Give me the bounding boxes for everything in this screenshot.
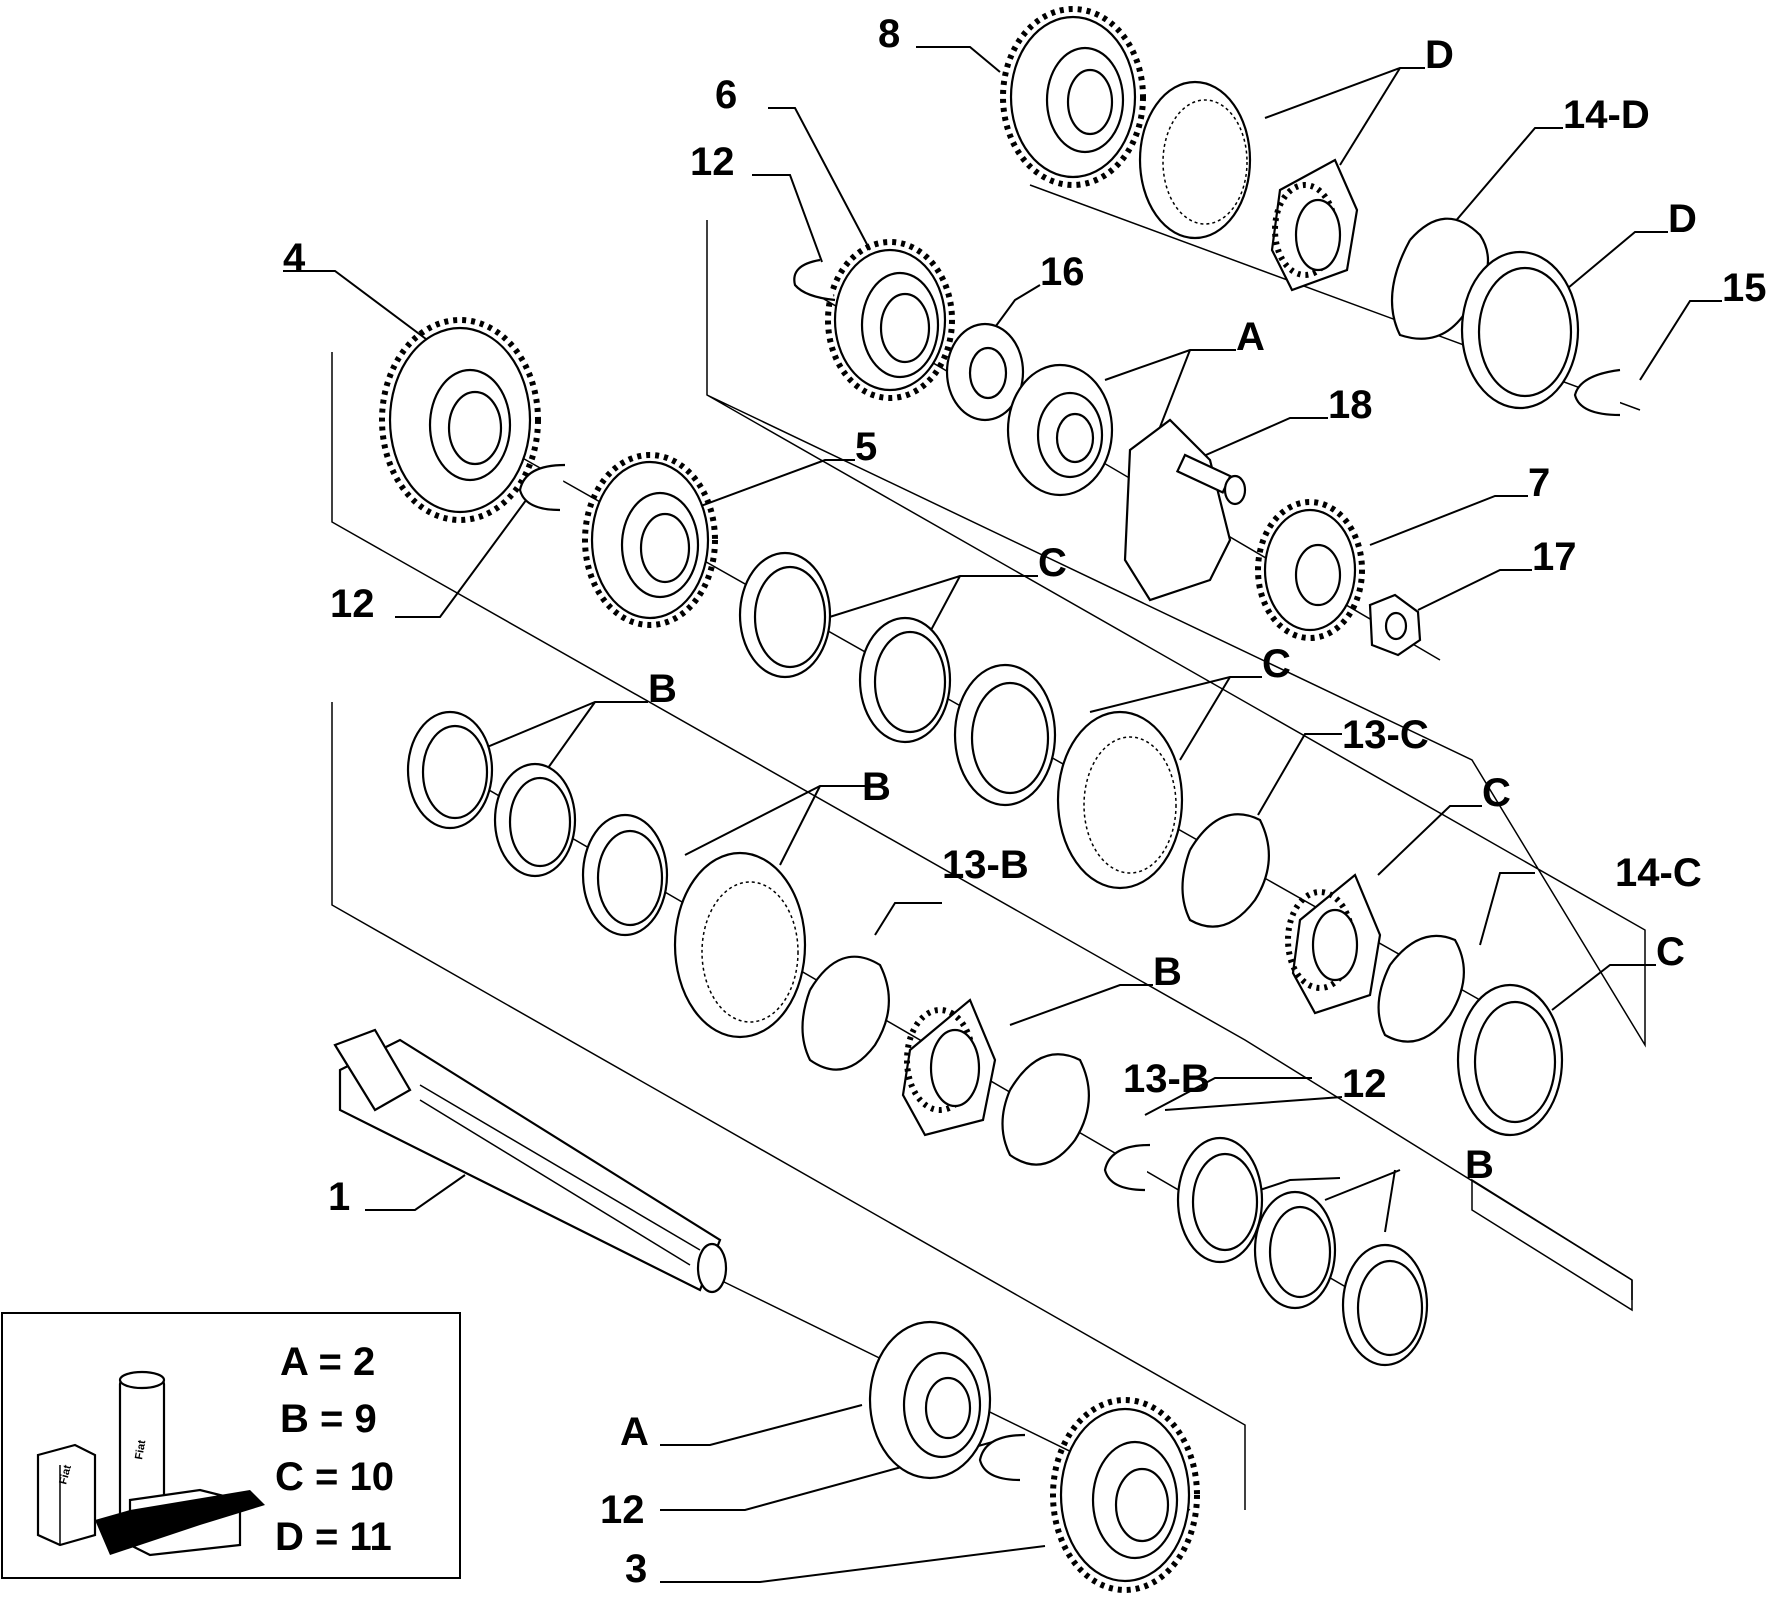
circlip-12-left: [518, 463, 566, 512]
legend-line-c: C = 10: [275, 1455, 394, 1499]
input-shaft-1: [333, 1028, 728, 1294]
callout-15: 15: [1722, 266, 1767, 310]
circlip-12-bottom: [978, 1433, 1026, 1482]
callout-5: 5: [855, 425, 877, 469]
callout-12-a: 12: [690, 140, 735, 184]
legend-line-d: D = 11: [275, 1515, 392, 1559]
gear-4: [379, 317, 541, 523]
circlip-12-top: [793, 258, 836, 302]
bearing-a-top: [1006, 363, 1114, 497]
gear-6: [825, 239, 955, 401]
callout-6: 6: [715, 73, 737, 117]
callout-b-2: B: [862, 765, 891, 809]
callout-14-c: 14-C: [1615, 851, 1702, 895]
callout-13-b-1: 13-B: [942, 843, 1029, 887]
callout-d-1: D: [1425, 33, 1454, 77]
gear-8: [1000, 6, 1146, 188]
callout-13-c: 13-C: [1342, 713, 1429, 757]
spring-14c: [1377, 934, 1465, 1043]
callout-13-b-2: 13-B: [1123, 1057, 1210, 1101]
callout-18: 18: [1328, 383, 1373, 427]
callout-7: 7: [1528, 461, 1550, 505]
callout-14-d: 14-D: [1563, 93, 1650, 137]
callout-c-1: C: [1038, 541, 1067, 585]
callout-c-2: C: [1262, 642, 1291, 686]
callout-12-d: 12: [600, 1488, 645, 1532]
callout-1: 1: [328, 1175, 350, 1219]
sync-hub-b: [901, 998, 997, 1137]
sync-sleeve-c: [1056, 710, 1184, 890]
retaining-plate-a: [1123, 418, 1232, 602]
spring-13b-upper: [801, 955, 890, 1071]
callout-d-2: D: [1668, 197, 1697, 241]
group-frames: [331, 220, 1646, 1510]
callout-b-1: B: [648, 667, 677, 711]
callout-4: 4: [283, 236, 306, 280]
legend-box: Fiat Fiat Fiat A = 2 B = 9 C = 10 D = 11: [1, 1312, 461, 1579]
sync-hub-c: [1285, 873, 1382, 1015]
callout-3: 3: [625, 1547, 647, 1591]
callout-8: 8: [878, 12, 900, 56]
legend-line-b: B = 9: [280, 1397, 377, 1441]
gear-5: [582, 452, 718, 628]
callout-12-b: 12: [330, 582, 375, 626]
spring-13c: [1181, 813, 1270, 928]
callout-b-4: B: [1465, 1143, 1494, 1187]
callout-17: 17: [1532, 535, 1577, 579]
legend-line-a: A = 2: [280, 1340, 375, 1384]
sync-sleeve-b: [673, 851, 807, 1039]
callout-a-2: A: [620, 1410, 649, 1454]
callout-c-3: C: [1482, 771, 1511, 815]
bearing-a-bottom: [868, 1320, 992, 1480]
callout-c-4: C: [1656, 930, 1685, 974]
gear-3: [1050, 1397, 1200, 1593]
svg-text:Fiat: Fiat: [133, 1439, 148, 1461]
sync-hub-d: [1270, 158, 1359, 292]
circlip-12-middle: [1103, 1143, 1151, 1192]
nut-17: [1368, 593, 1422, 657]
sync-ring-d: [1460, 250, 1580, 410]
bolt-18: [1175, 453, 1247, 506]
spring-13b-lower: [1001, 1053, 1090, 1166]
callout-b-3: B: [1153, 950, 1182, 994]
sync-sleeve-d: [1138, 80, 1252, 240]
fiat-parts-kit-icon: Fiat Fiat Fiat: [36, 1370, 265, 1557]
circlip-15: [1573, 368, 1621, 417]
callout-16: 16: [1040, 250, 1085, 294]
svg-text:Fiat: Fiat: [57, 1463, 74, 1485]
callout-a-1: A: [1236, 315, 1265, 359]
callout-12-c: 12: [1342, 1062, 1387, 1106]
parts: [333, 6, 1621, 1593]
callouts: 8 D 6 12 14-D D 16 A 15 4 18 5 7 C 17 12…: [283, 12, 1767, 1591]
gear-7: [1255, 499, 1365, 641]
